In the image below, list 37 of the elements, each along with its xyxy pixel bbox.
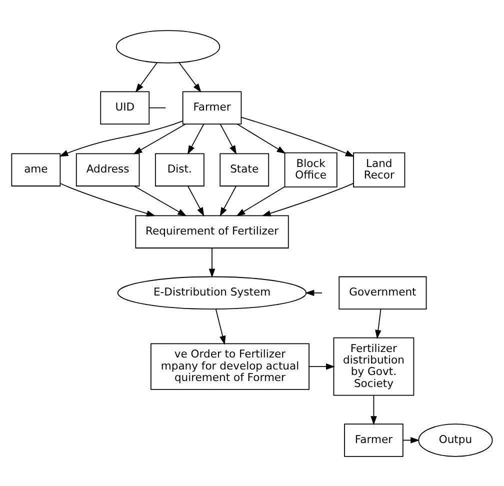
arrow [215,308,226,344]
node-box: UID [100,90,150,124]
node-box: Fertilizer distribution by Govt. Society [333,336,414,396]
node-box: Land Recor [353,152,406,187]
arrow [178,62,202,92]
node-box: Block Office [284,152,338,187]
arrow [135,62,158,92]
node-box: Farmer [344,423,404,456]
arrow [375,308,382,338]
arrow [308,362,335,370]
arrow [134,185,187,216]
arrow [60,182,156,216]
node-box: Dist. [154,152,204,186]
node-box: ve Order to Fertilizer mpany for develop actual quirement of Former [150,342,310,390]
node-box: State [220,152,270,186]
arrow [236,186,286,216]
arrow [305,289,322,296]
arrow [208,247,216,278]
connector [148,106,166,108]
arrow [262,182,354,216]
node-ellipse: Outpu [418,423,493,456]
arrow [188,185,204,216]
arrow [133,123,186,154]
arrow [220,185,236,216]
node-ellipse [116,30,220,63]
node-box: Farmer [182,90,242,124]
arrow [220,123,237,154]
node-box: ame [11,152,61,186]
node-box: Requirement of Fertilizer [135,214,289,248]
arrow [241,116,354,156]
arrow [370,394,377,425]
node-box: Address [76,152,140,186]
arrow [187,123,204,154]
arrow [236,123,286,154]
node-ellipse: E-Distribution System [117,276,307,310]
arrow [59,120,183,156]
node-box: Government [338,276,427,310]
